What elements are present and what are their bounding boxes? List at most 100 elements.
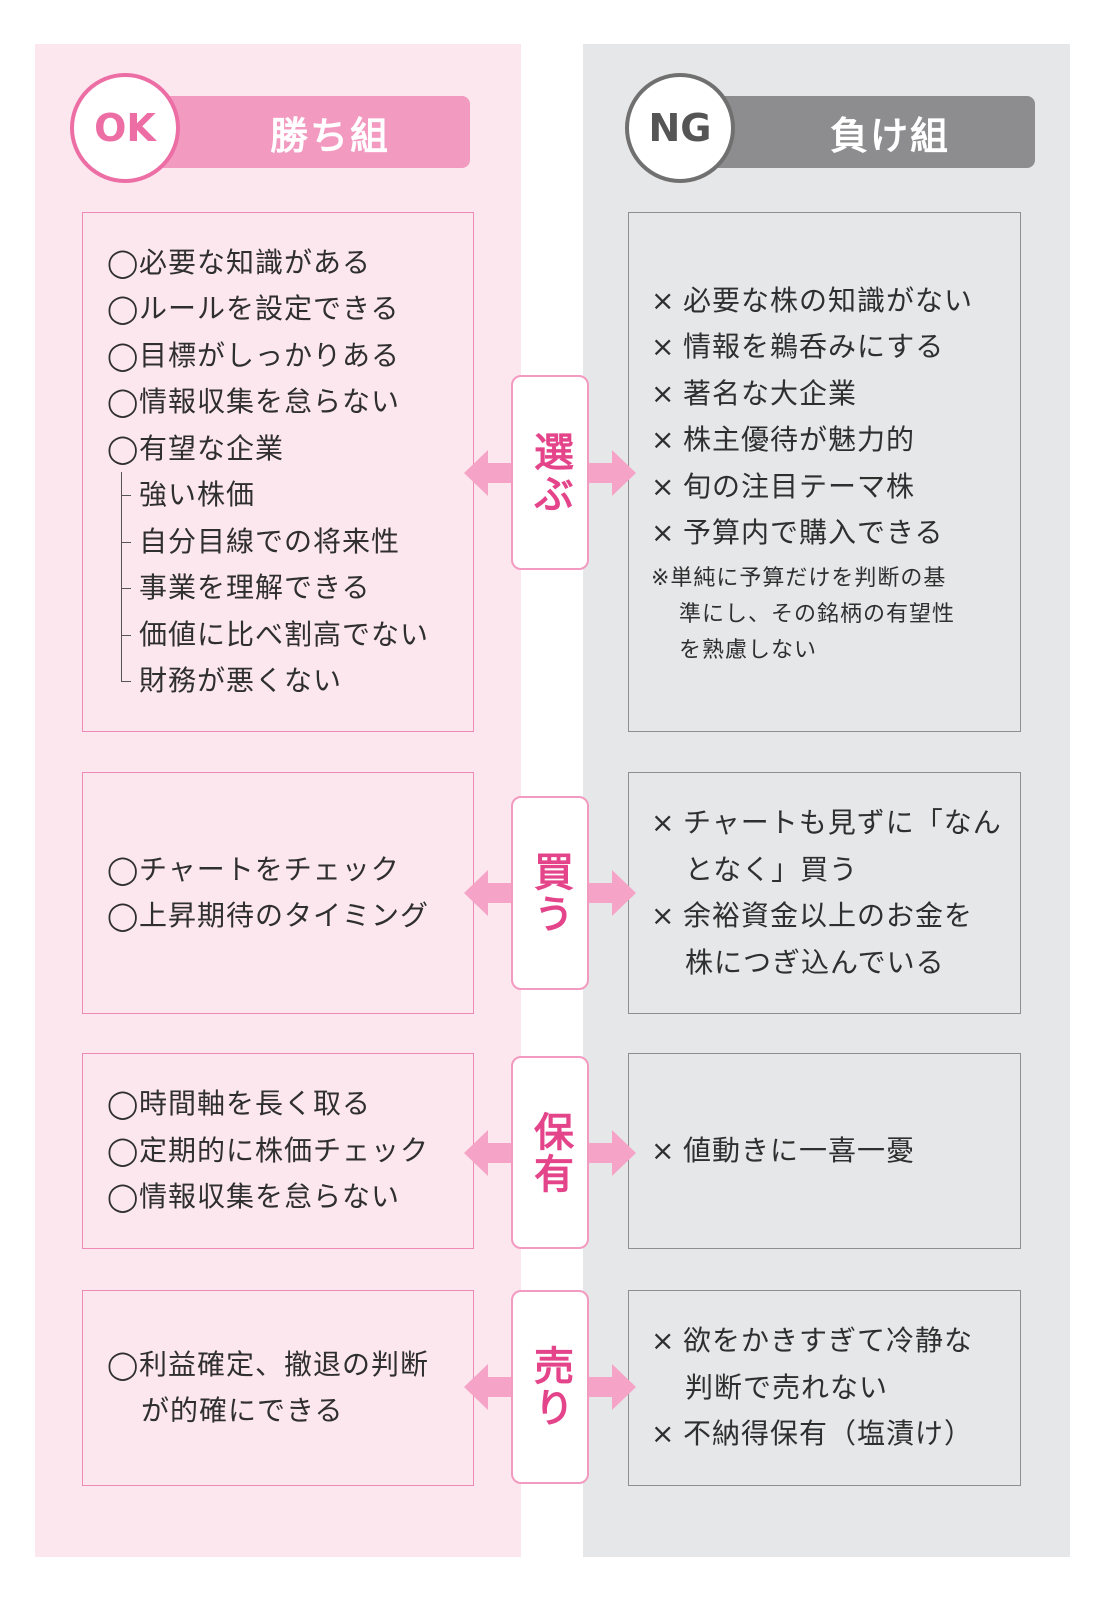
ok-title-bar: 勝ち組 bbox=[150, 96, 470, 168]
ok-item-text: が的確にできる bbox=[141, 1394, 344, 1427]
ng-box-2: ×チャートも見ずに「なんとなく」買う×余裕資金以上のお金を株につぎ込んでいる bbox=[628, 772, 1021, 1014]
ok-item-text: 財務が悪くない bbox=[139, 664, 343, 697]
circle-mark-icon: ◯ bbox=[107, 1087, 140, 1121]
ok-list-item: ◯利益確定、撤退の判断 bbox=[107, 1342, 473, 1389]
ok-item-text: ルールを設定できる bbox=[139, 292, 400, 325]
ok-item-text: 有望な企業 bbox=[139, 431, 285, 465]
circle-mark-icon: ◯ bbox=[107, 338, 140, 372]
cross-mark-icon: × bbox=[651, 1133, 676, 1167]
ok-item-text: チャートをチェック bbox=[139, 852, 400, 886]
ng-list-item: ×不納得保有（塩漬け） bbox=[651, 1411, 1020, 1458]
circle-mark-icon: ◯ bbox=[107, 899, 140, 932]
ng-list-item: 判断で売れない bbox=[651, 1365, 1020, 1412]
right-arrow-icon bbox=[588, 870, 636, 916]
ng-list-item: ※単純に予算だけを判断の基 bbox=[651, 563, 1020, 595]
ok-item-text: 時間軸を長く取る bbox=[139, 1087, 372, 1121]
stage-label: 保有 bbox=[511, 1056, 589, 1249]
ng-list-item: ×チャートも見ずに「なん bbox=[651, 800, 1020, 847]
ng-item-text: ※単純に予算だけを判断の基 bbox=[651, 565, 947, 591]
ok-title: 勝ち組 bbox=[269, 113, 390, 158]
circle-mark-icon: ◯ bbox=[107, 1133, 140, 1167]
ng-item-text: 予算内で購入できる bbox=[683, 516, 944, 549]
ok-item-text: 目標がしっかりある bbox=[139, 338, 401, 372]
left-arrow-icon bbox=[464, 1129, 512, 1176]
ng-list-item: ×株主優待が魅力的 bbox=[651, 417, 1020, 464]
ok-list-item: ◯上昇期待のタイミング bbox=[107, 893, 473, 940]
ng-item-text: 株主優待が魅力的 bbox=[683, 423, 916, 456]
ok-list-item: 価値に比べ割高でない bbox=[107, 611, 473, 659]
ng-list-item: 準にし、その銘柄の有望性 bbox=[651, 599, 1020, 631]
circle-mark-icon: ◯ bbox=[107, 385, 140, 418]
ok-item-text: 自分目線での将来性 bbox=[139, 524, 401, 558]
ng-title: 負け組 bbox=[829, 113, 950, 158]
cross-mark-icon: × bbox=[651, 330, 676, 363]
ng-item-text: 準にし、その銘柄の有望性 bbox=[679, 601, 956, 627]
ng-list-item: ×予算内で購入できる bbox=[651, 510, 1020, 557]
ok-badge: OK bbox=[70, 73, 180, 183]
ng-item-text: 情報を鵜呑みにする bbox=[683, 330, 945, 363]
ng-item-text: 判断で売れない bbox=[685, 1370, 889, 1404]
ng-title-bar: 負け組 bbox=[705, 96, 1035, 168]
ok-list-item: 強い株価 bbox=[107, 472, 473, 519]
ng-box-3: ×値動きに一喜一憂 bbox=[628, 1053, 1021, 1249]
ok-item-text: 利益確定、撤退の判断 bbox=[139, 1347, 430, 1381]
cross-mark-icon: × bbox=[651, 806, 676, 839]
cross-mark-icon: × bbox=[651, 376, 676, 410]
ng-list-item: ×著名な大企業 bbox=[651, 371, 1020, 418]
left-arrow-icon bbox=[464, 449, 512, 496]
ng-list-item: ×欲をかきすぎて冷静な bbox=[651, 1318, 1020, 1365]
ok-item-text: 定期的に株価チェック bbox=[139, 1133, 430, 1167]
ok-list-item: ◯必要な知識がある bbox=[107, 240, 473, 287]
right-arrow-icon bbox=[588, 1364, 636, 1410]
circle-mark-icon: ◯ bbox=[107, 245, 140, 279]
right-arrow-icon bbox=[588, 1129, 636, 1176]
ok-item-text: 必要な知識がある bbox=[139, 245, 372, 279]
stage-label: 選ぶ bbox=[511, 375, 589, 570]
ng-badge: NG bbox=[625, 73, 735, 183]
ng-list-item: 株につぎ込んでいる bbox=[651, 940, 1020, 987]
cross-mark-icon: × bbox=[651, 1417, 676, 1451]
ok-list-item: 財務が悪くない bbox=[107, 658, 473, 705]
cross-mark-icon: × bbox=[651, 516, 676, 549]
ng-list-item: となく」買う bbox=[651, 847, 1020, 894]
ok-list-item: ◯ルールを設定できる bbox=[107, 286, 473, 333]
ng-item-text: チャートも見ずに「なん bbox=[683, 806, 1002, 839]
ok-box-1: ◯必要な知識がある◯ルールを設定できる◯目標がしっかりある◯情報収集を怠らない◯… bbox=[82, 212, 474, 732]
ng-item-text: 必要な株の知識がない bbox=[683, 283, 974, 317]
ok-list-item: 自分目線での将来性 bbox=[107, 518, 473, 566]
cross-mark-icon: × bbox=[651, 423, 676, 456]
left-arrow-icon bbox=[464, 1364, 512, 1410]
cross-mark-icon: × bbox=[651, 1324, 676, 1358]
ng-item-text: 著名な大企業 bbox=[683, 376, 858, 410]
circle-mark-icon: ◯ bbox=[107, 1180, 140, 1214]
ng-list-item: ×必要な株の知識がない bbox=[651, 278, 1020, 325]
stage-label: 買う bbox=[511, 796, 589, 990]
ok-item-text: 情報収集を怠らない bbox=[139, 1180, 401, 1214]
circle-mark-icon: ◯ bbox=[107, 431, 140, 465]
ng-list-item: ×情報を鵜呑みにする bbox=[651, 324, 1020, 371]
ok-list-item: ◯目標がしっかりある bbox=[107, 333, 473, 380]
ng-list-item: ×余裕資金以上のお金を bbox=[651, 893, 1020, 940]
circle-mark-icon: ◯ bbox=[107, 852, 140, 886]
ng-item-text: を熟慮しない bbox=[679, 637, 818, 663]
ok-item-text: 価値に比べ割高でない bbox=[139, 617, 430, 651]
ok-box-2: ◯チャートをチェック◯上昇期待のタイミング bbox=[82, 772, 474, 1014]
ok-item-text: 上昇期待のタイミング bbox=[139, 899, 430, 932]
cross-mark-icon: × bbox=[651, 283, 676, 317]
ng-box-1: ×必要な株の知識がない×情報を鵜呑みにする×著名な大企業×株主優待が魅力的×旬の… bbox=[628, 212, 1021, 732]
ng-item-text: 値動きに一喜一憂 bbox=[683, 1133, 916, 1167]
circle-mark-icon: ◯ bbox=[107, 1347, 140, 1381]
stage-label: 売り bbox=[511, 1290, 589, 1484]
cross-mark-icon: × bbox=[651, 899, 676, 932]
ok-item-text: 情報収集を怠らない bbox=[139, 385, 401, 418]
ng-item-text: 不納得保有（塩漬け） bbox=[683, 1417, 974, 1451]
ok-list-item: ◯時間軸を長く取る bbox=[107, 1081, 473, 1128]
ng-list-item: ×旬の注目テーマ株 bbox=[651, 464, 1020, 511]
left-arrow-icon bbox=[464, 870, 512, 916]
ng-list-item: を熟慮しない bbox=[651, 635, 1020, 667]
ng-item-text: 株につぎ込んでいる bbox=[685, 945, 945, 979]
ok-list-item: ◯チャートをチェック bbox=[107, 847, 473, 894]
right-arrow-icon bbox=[588, 449, 636, 496]
ng-list-item: ×値動きに一喜一憂 bbox=[651, 1128, 1020, 1175]
ok-box-4: ◯利益確定、撤退の判断が的確にできる bbox=[82, 1290, 474, 1486]
